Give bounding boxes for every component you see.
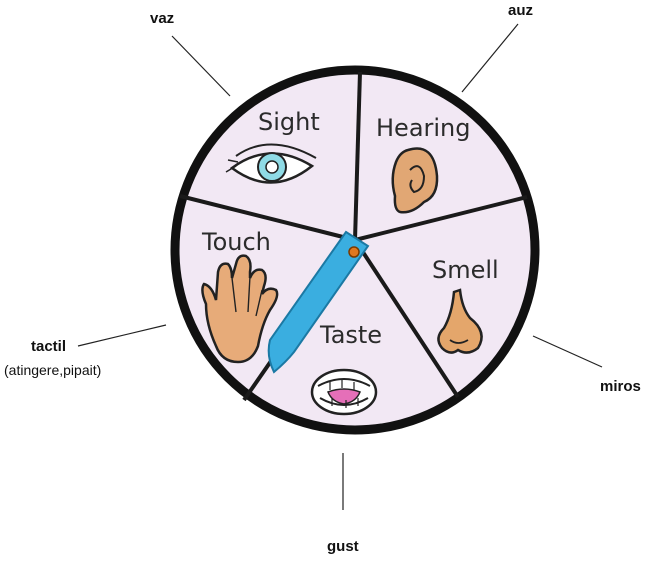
sector-label-taste: Taste (319, 321, 382, 349)
pivot-pin-icon (348, 246, 360, 258)
leader-line-tactil (77, 324, 167, 347)
eye-icon (225, 143, 317, 184)
leader-lines (77, 23, 603, 510)
leader-line-vaz (171, 35, 231, 97)
divider-line (353, 71, 362, 241)
callout-vaz: vaz (150, 10, 175, 27)
senses-wheel: Sight Hearing Smell Taste Touch (170, 65, 540, 435)
spinner-pointer[interactable] (267, 230, 370, 374)
divider-line (179, 194, 356, 242)
callout-miros: miros (600, 378, 641, 395)
hand-icon (201, 254, 279, 364)
nose-icon (437, 288, 483, 354)
sector-label-hearing: Hearing (376, 114, 471, 142)
callout-auz: auz (508, 2, 534, 19)
callout-gust: gust (327, 538, 359, 555)
leader-line-miros (532, 335, 603, 368)
divider-line (354, 195, 528, 242)
sector-label-smell: Smell (432, 256, 499, 284)
leader-line-auz (461, 23, 519, 93)
callout-tactil-note: (atingere,pipait) (4, 362, 102, 378)
divider-line (353, 238, 460, 399)
sector-label-sight: Sight (258, 108, 320, 136)
ear-icon (391, 147, 439, 214)
mouth-icon (310, 368, 378, 416)
callout-tactil: tactil (31, 338, 67, 355)
sector-label-touch: Touch (201, 228, 271, 256)
